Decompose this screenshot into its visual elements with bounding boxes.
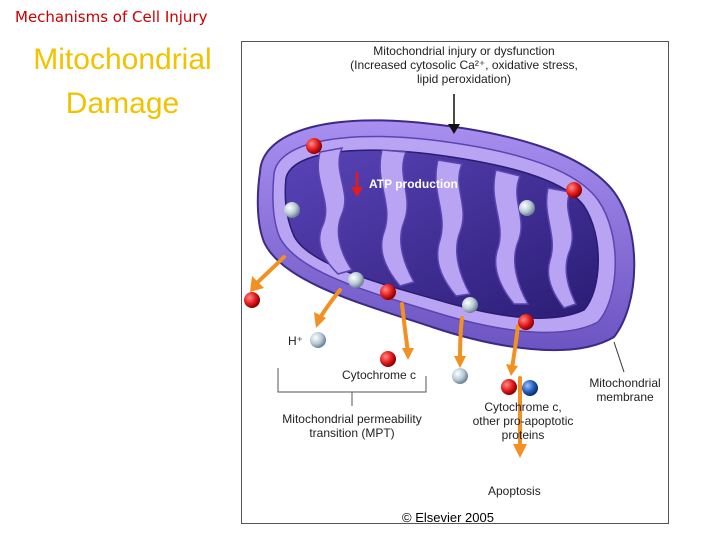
cytochrome-label: Cytochrome c bbox=[342, 368, 417, 382]
cristae bbox=[317, 147, 578, 309]
mitochondria-figure: Mitochondrial injury or dysfunction (Inc… bbox=[241, 41, 669, 525]
apoptosis-label: Apoptosis bbox=[488, 484, 541, 498]
atp-label: ATP production bbox=[369, 177, 458, 191]
gray-molecules bbox=[284, 200, 535, 384]
section-header: Mechanisms of Cell Injury bbox=[15, 8, 208, 26]
pro-apoptotic-label: Cytochrome c, other pro-apoptotic protei… bbox=[472, 400, 574, 442]
mpt-label: Mitochondrial permeability transition (M… bbox=[282, 412, 422, 440]
mitochondrion-illustration bbox=[244, 94, 636, 458]
membrane-label: Mitochondrial membrane bbox=[589, 376, 661, 404]
injury-label: Mitochondrial injury or dysfunction (Inc… bbox=[350, 44, 578, 86]
red-molecules bbox=[244, 138, 582, 395]
copyright: © Elsevier 2005 bbox=[402, 510, 494, 525]
blue-molecule bbox=[522, 380, 538, 396]
efflux-arrowheads bbox=[250, 276, 527, 458]
efflux-arrows bbox=[256, 255, 522, 450]
slide-title: Mitochondrial Damage bbox=[33, 43, 212, 120]
hplus-label: H⁺ bbox=[288, 334, 303, 348]
